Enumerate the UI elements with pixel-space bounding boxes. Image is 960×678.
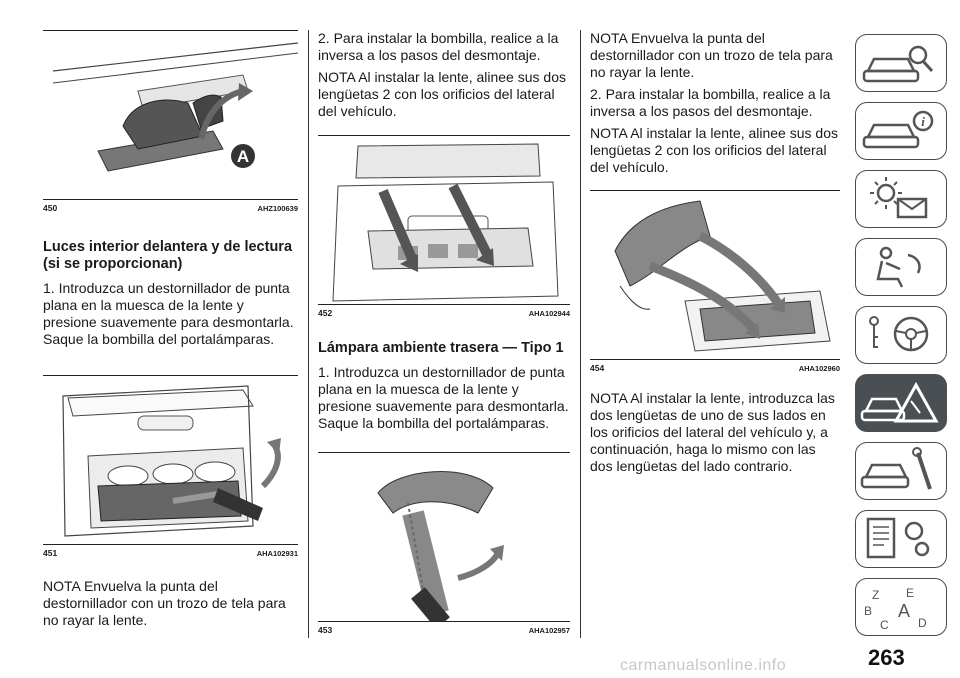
figure-code: AHA102960 — [798, 364, 840, 373]
chapter-tab-safety[interactable] — [855, 238, 947, 296]
note-paragraph: NOTA Al instalar la lente, alinee sus do… — [318, 69, 566, 119]
svg-text:D: D — [918, 616, 927, 630]
paragraph: 2. Para instalar la bombilla, realice a … — [318, 30, 559, 63]
figure-number: 452 — [318, 308, 333, 318]
rear-ambient-lamp-illustration — [377, 471, 504, 621]
lens-screwdriver-illustration — [62, 385, 281, 537]
section-heading: Luces interior delantera y de lectura (s… — [43, 239, 293, 272]
figure-452 — [318, 136, 570, 304]
chapter-tab-index[interactable]: Z E B A C D — [855, 578, 947, 636]
figure-453 — [318, 453, 570, 621]
callout-label: A — [237, 147, 249, 166]
column-3: NOTA Envuelva la punta del destornillado… — [590, 30, 840, 475]
technical-specs-icon — [866, 517, 930, 559]
chapter-tab-technical-specs[interactable] — [855, 510, 947, 568]
figure-450-top-rule — [43, 30, 298, 31]
note-paragraph: NOTA Envuelva la punta del destornillado… — [590, 30, 833, 80]
svg-text:B: B — [864, 604, 872, 618]
figure-code: AHA102957 — [528, 626, 570, 635]
lens-tabs-install-illustration — [614, 200, 831, 352]
car-service-wrench-icon — [860, 447, 932, 490]
svg-text:i: i — [921, 114, 925, 129]
figure-451-top-rule — [43, 375, 298, 376]
chapter-tab-emergency[interactable] — [855, 374, 947, 432]
note-paragraph: NOTA Al instalar la lente, introduzca la… — [590, 390, 835, 474]
chapter-tab-maintenance[interactable] — [855, 442, 947, 500]
airbag-seat-icon — [876, 246, 921, 288]
console-lamp-install-illustration — [332, 143, 559, 302]
figure-450: A — [43, 31, 298, 199]
figure-452-caption: 452 AHA102944 — [318, 304, 570, 318]
svg-text:A: A — [898, 601, 910, 621]
section-heading: Lámpara ambiente trasera — Tipo 1 — [318, 340, 564, 356]
figure-code: AHZ100639 — [257, 204, 298, 213]
figure-code: AHA102944 — [528, 309, 570, 318]
figure-451 — [43, 376, 298, 544]
figure-number: 450 — [43, 203, 58, 213]
svg-text:C: C — [880, 618, 889, 632]
chapter-tab-warning-lights[interactable] — [855, 170, 947, 228]
column-1: A 450 AHZ100639 Luces interior delantera… — [43, 30, 298, 629]
chapter-tab-getting-to-know[interactable] — [855, 34, 947, 92]
figure-450-caption: 450 AHZ100639 — [43, 199, 298, 213]
paragraph: 1. Introduzca un destornillador de punta… — [43, 280, 294, 347]
figure-451-caption: 451 AHA102931 — [43, 544, 298, 558]
column-divider — [580, 30, 581, 638]
figure-number: 454 — [590, 363, 605, 373]
chapter-tab-starting-driving[interactable] — [855, 306, 947, 364]
car-search-icon — [862, 45, 934, 83]
ceiling-light-removal-illustration: A — [52, 42, 298, 172]
column-divider — [308, 30, 309, 638]
figure-453-top-rule — [318, 452, 570, 453]
figure-454 — [590, 191, 840, 359]
figure-452-top-rule — [318, 135, 570, 136]
note-paragraph: NOTA Al instalar la lente, alinee sus do… — [590, 125, 838, 175]
figure-number: 451 — [43, 548, 58, 558]
paragraph: 2. Para instalar la bombilla, realice a … — [590, 86, 831, 119]
figure-454-top-rule — [590, 190, 840, 191]
svg-text:Z: Z — [872, 588, 879, 602]
svg-text:E: E — [906, 586, 914, 600]
key-steering-wheel-icon — [869, 316, 929, 352]
callout-circle — [231, 144, 255, 168]
figure-number: 453 — [318, 625, 333, 635]
figure-454-caption: 454 AHA102960 — [590, 359, 840, 373]
warning-lights-message-icon — [870, 177, 928, 219]
paragraph: 1. Introduzca un destornillador de punta… — [318, 364, 569, 431]
chapter-tab-car-info[interactable]: i — [855, 102, 947, 160]
car-breakdown-warning-icon — [860, 381, 939, 423]
watermark: carmanualsonline.info — [620, 657, 787, 674]
alphabetical-index-icon: Z E B A C D — [864, 586, 927, 632]
car-info-icon: i — [862, 110, 934, 149]
note-paragraph: NOTA Envuelva la punta del destornillado… — [43, 578, 286, 628]
figure-code: AHA102931 — [256, 549, 298, 558]
figure-453-caption: 453 AHA102957 — [318, 621, 570, 635]
column-2: 2. Para instalar la bombilla, realice a … — [318, 30, 570, 635]
page-number: 263 — [868, 645, 905, 670]
